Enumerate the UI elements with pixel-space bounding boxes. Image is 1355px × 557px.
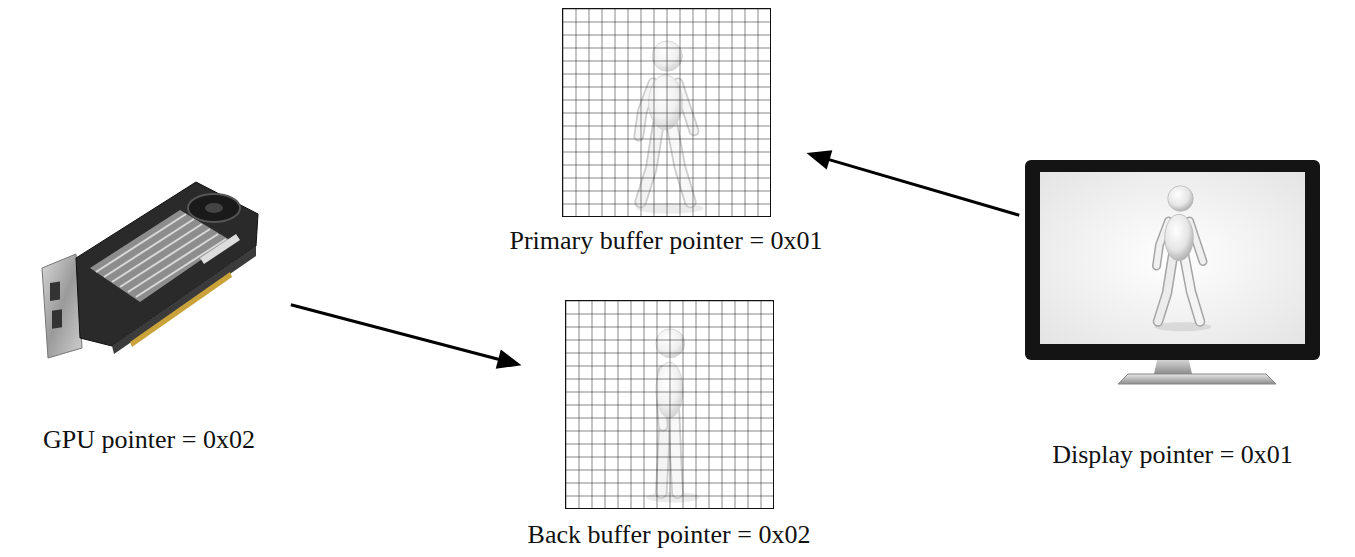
primary-buffer-node: Primary buffer pointer = 0x01 bbox=[562, 8, 770, 216]
back-buffer-node: Back buffer pointer = 0x02 bbox=[565, 300, 773, 508]
primary-buffer-grid bbox=[563, 9, 771, 217]
monitor bbox=[1025, 160, 1320, 384]
display-node: Display pointer = 0x01 bbox=[1025, 160, 1320, 360]
arrowhead bbox=[806, 150, 832, 169]
arrow-line bbox=[291, 305, 502, 360]
pointer-label: Back buffer pointer = 0x02 bbox=[528, 520, 811, 550]
arrow-connector bbox=[291, 305, 522, 369]
pointer-label: Primary buffer pointer = 0x01 bbox=[509, 226, 822, 256]
arrow-connector bbox=[806, 150, 1019, 215]
back-buffer-grid bbox=[566, 301, 774, 509]
gpu-node: GPU pointer = 0x02 bbox=[40, 180, 258, 355]
gpu-card bbox=[42, 182, 258, 358]
arrowhead bbox=[496, 350, 522, 369]
pointer-label: Display pointer = 0x01 bbox=[1052, 440, 1293, 470]
pointer-label: GPU pointer = 0x02 bbox=[43, 425, 255, 455]
arrow-line bbox=[826, 159, 1020, 216]
